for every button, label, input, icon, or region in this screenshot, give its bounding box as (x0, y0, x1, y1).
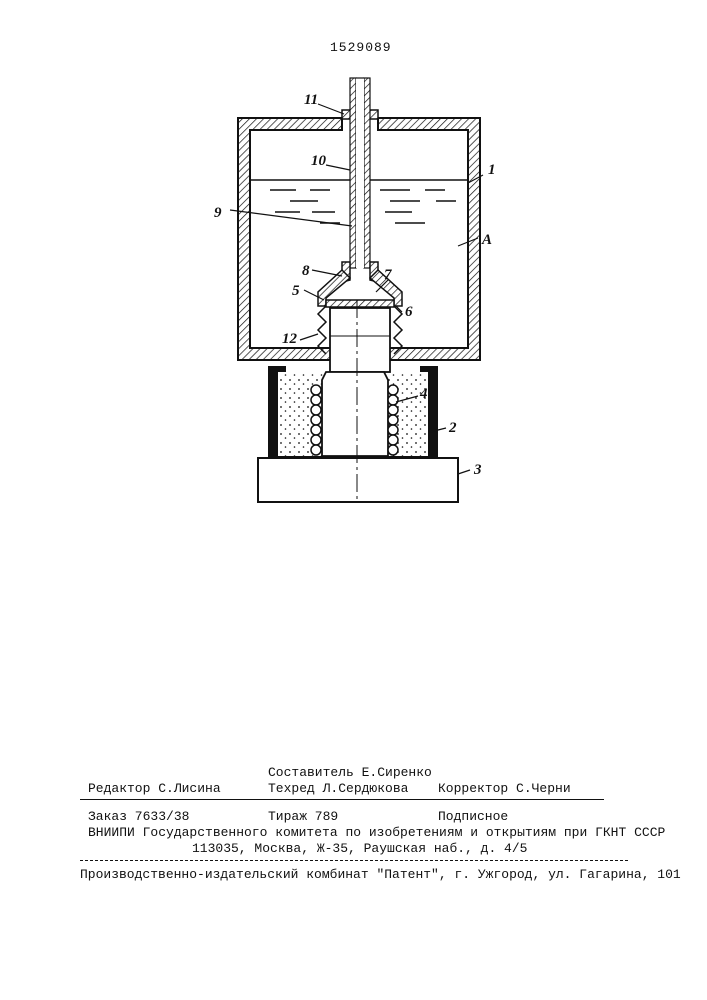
divider-dashed (80, 860, 628, 861)
subscription: Подписное (438, 809, 508, 824)
base-3 (258, 458, 458, 502)
composer: Составитель Е.Сиренко (268, 765, 432, 780)
label-12: 12 (282, 331, 298, 347)
label-5: 5 (292, 283, 300, 299)
label-3: 3 (473, 462, 482, 478)
label-4: 4 (419, 386, 428, 402)
label-7: 7 (384, 267, 392, 283)
label-A: A (481, 232, 492, 248)
divider-solid-1 (80, 799, 604, 800)
publisher: Производственно-издательский комбинат "П… (80, 867, 681, 882)
corrector: Корректор С.Черни (438, 781, 571, 796)
institute: ВНИИПИ Государственного комитета по изоб… (88, 825, 665, 840)
label-1: 1 (488, 162, 496, 178)
editor: Редактор С.Лисина (88, 781, 221, 796)
patent-drawing: 1 2 3 4 5 6 7 8 9 10 11 12 A (0, 0, 707, 520)
rod-4 (322, 308, 390, 456)
label-6: 6 (405, 304, 413, 320)
plate-6 (326, 300, 394, 307)
label-10: 10 (311, 153, 327, 169)
label-2: 2 (448, 420, 457, 436)
circulation: Тираж 789 (268, 809, 338, 824)
order: Заказ 7633/38 (88, 809, 189, 824)
label-8: 8 (302, 263, 310, 279)
tube-10 (350, 78, 370, 268)
techred: Техред Л.Сердюкова (268, 781, 408, 796)
label-9: 9 (214, 205, 222, 221)
address: 113035, Москва, Ж-35, Раушская наб., д. … (192, 841, 527, 856)
label-11: 11 (304, 92, 318, 108)
